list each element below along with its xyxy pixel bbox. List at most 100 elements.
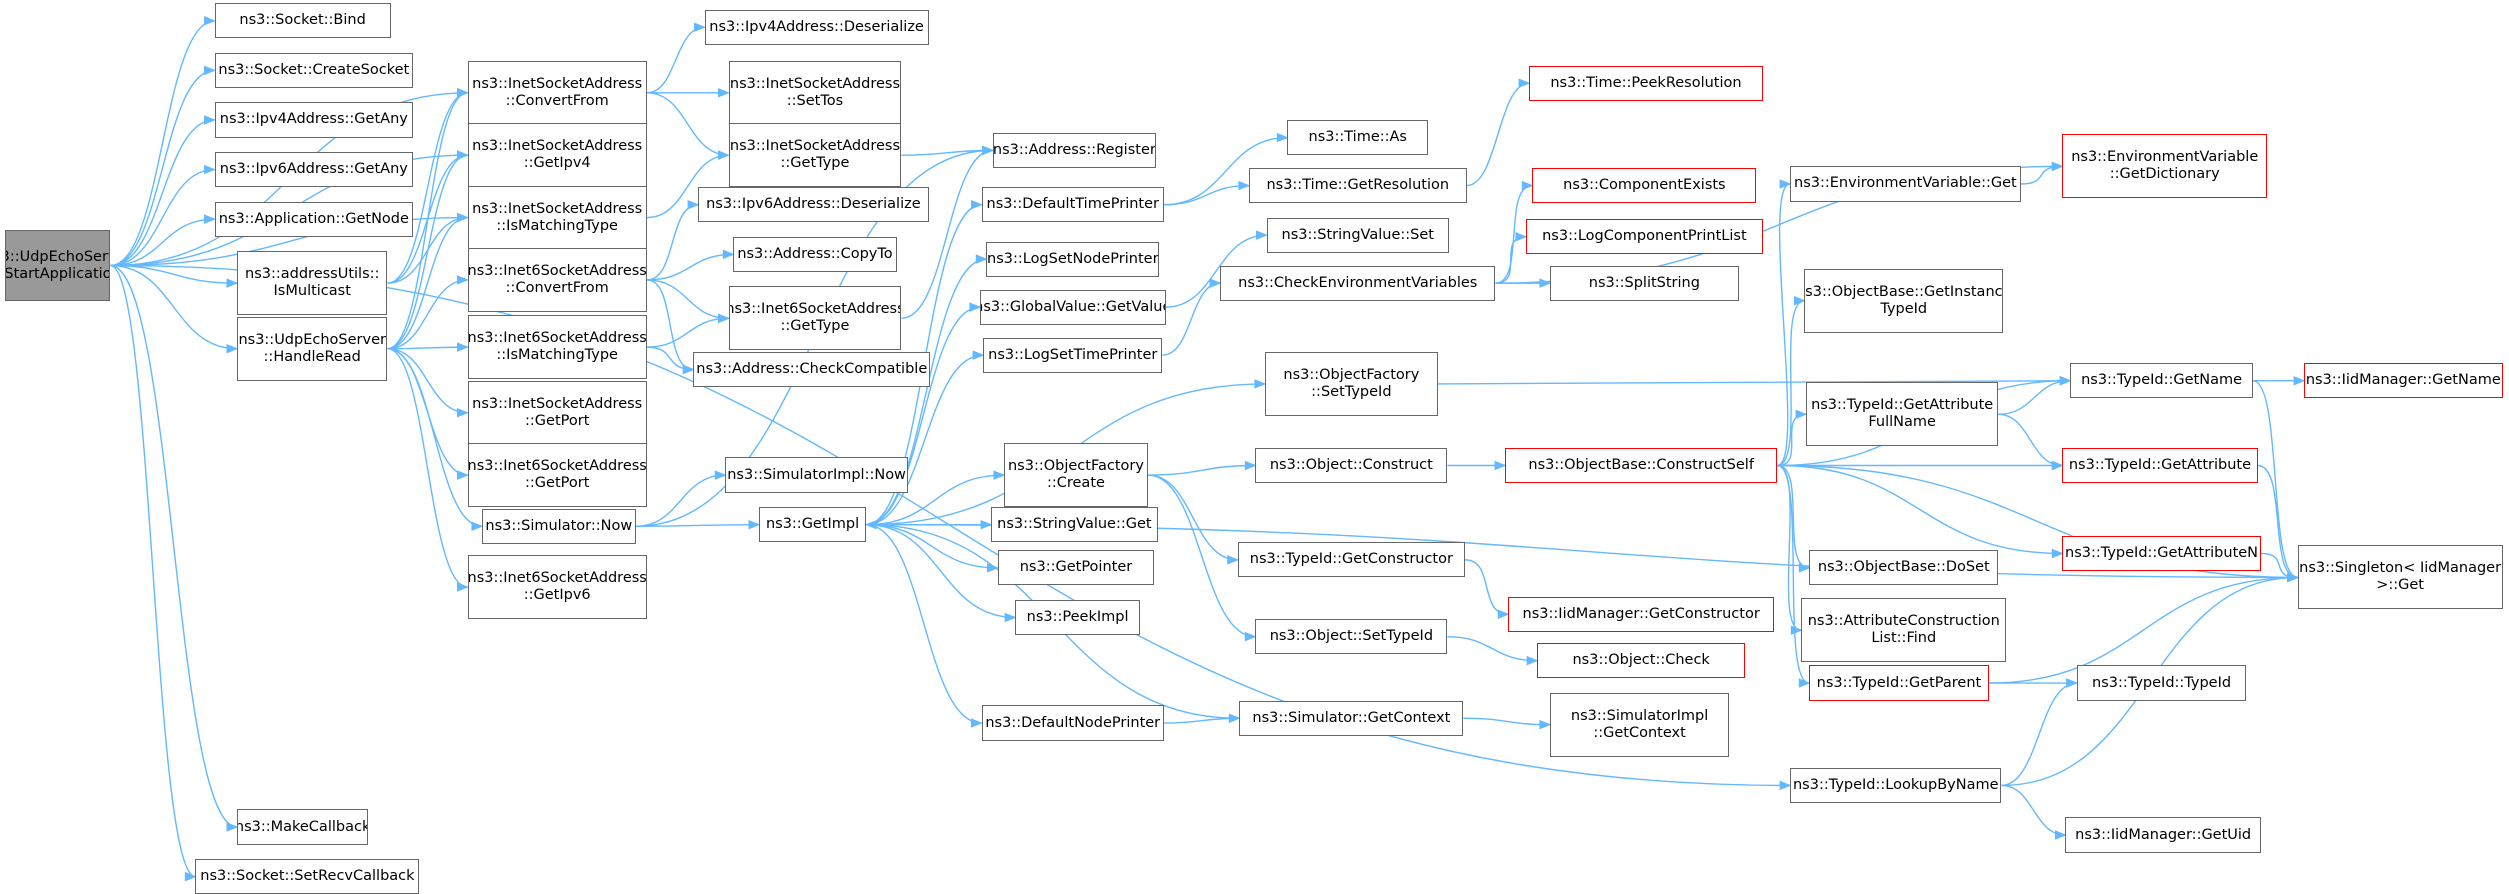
node-isaport[interactable]: ns3::InetSocketAddress::GetPort xyxy=(467,380,647,445)
node-timeas[interactable]: ns3::Time::As xyxy=(1287,119,1429,156)
node-label-line: ns3::IidManager::GetConstructor xyxy=(1522,605,1760,622)
edge-handleread-to-i6ipv6 xyxy=(387,348,468,588)
node-iidgetuid[interactable]: ns3::IidManager::GetUid xyxy=(2065,817,2261,853)
edge-deftime-to-timeres xyxy=(1164,184,1249,206)
node-label-line: ns3::Object::Construct xyxy=(1269,456,1433,473)
node-ofsettid[interactable]: ns3::ObjectFactory::SetTypeId xyxy=(1264,351,1438,416)
edge-ofcreate-to-objconstruct xyxy=(1148,464,1256,476)
node-label-line: ns3::SimulatorImpl::Now xyxy=(727,466,906,483)
node-splitstr[interactable]: ns3::SplitString xyxy=(1549,265,1739,301)
edge-arrowhead xyxy=(687,200,700,210)
node-handleread[interactable]: ns3::UdpEchoServer::HandleRead xyxy=(236,316,388,381)
node-i6conv[interactable]: ns3::Inet6SocketAddress::ConvertFrom xyxy=(467,247,647,312)
node-tidtid[interactable]: ns3::TypeId::TypeId xyxy=(2076,665,2247,701)
node-i6gettype[interactable]: ns3::Inet6SocketAddress::GetType xyxy=(728,286,902,351)
node-addrcompat[interactable]: ns3::Address::CheckCompatible xyxy=(693,351,931,388)
node-tidgetctor[interactable]: ns3::TypeId::GetConstructor xyxy=(1237,542,1466,578)
node-sockbind[interactable]: ns3::Socket::Bind xyxy=(214,3,391,39)
edge-arrowhead xyxy=(204,164,216,175)
node-singleton[interactable]: ns3::Singleton< IidManager>::Get xyxy=(2297,545,2503,610)
node-addrreg[interactable]: ns3::Address::Register xyxy=(992,132,1157,168)
edge-arrowhead xyxy=(1244,460,1257,471)
node-simimplnow[interactable]: ns3::SimulatorImpl::Now xyxy=(725,457,908,493)
node-i6match[interactable]: ns3::Inet6SocketAddress::IsMatchingType xyxy=(467,315,647,380)
node-getimpl[interactable]: ns3::GetImpl xyxy=(758,507,867,543)
node-deftime[interactable]: ns3::DefaultTimePrinter xyxy=(981,187,1165,223)
node-peekimpl[interactable]: ns3::PeekImpl xyxy=(1015,599,1140,636)
node-isagettype[interactable]: ns3::InetSocketAddress::GetType xyxy=(728,123,902,188)
node-setrecv[interactable]: ns3::Socket::SetRecvCallback xyxy=(195,859,420,894)
edge-getimpl-to-logsetnode xyxy=(866,258,987,526)
edge-arrowhead xyxy=(718,150,730,160)
node-sockcreate[interactable]: ns3::Socket::CreateSocket xyxy=(214,52,414,88)
node-label-line: ::GetContext xyxy=(1593,724,1686,741)
node-tidlookup[interactable]: ns3::TypeId::LookupByName xyxy=(1790,767,2002,803)
node-ipv4any[interactable]: ns3::Ipv4Address::GetAny xyxy=(214,102,414,138)
node-simimplctx[interactable]: ns3::SimulatorImpl::GetContext xyxy=(1549,692,1730,757)
node-label-line: ns3::InetSocketAddress xyxy=(472,138,643,155)
node-label-line: ns3::ComponentExists xyxy=(1563,177,1726,194)
edge-arrowhead xyxy=(2051,548,2064,559)
edge-tidgetattr-to-singleton xyxy=(2257,464,2298,579)
node-defnode[interactable]: ns3::DefaultNodePrinter xyxy=(981,705,1165,741)
node-ip6deser[interactable]: ns3::Ipv6Address::Deserialize xyxy=(698,187,929,223)
node-objsettid[interactable]: ns3::Object::SetTypeId xyxy=(1255,619,1448,655)
node-envget[interactable]: ns3::EnvironmentVariable::Get xyxy=(1790,166,2021,202)
node-simnow[interactable]: ns3::Simulator::Now xyxy=(481,508,636,544)
node-getptr[interactable]: ns3::GetPointer xyxy=(997,550,1155,586)
node-compexists[interactable]: ns3::ComponentExists xyxy=(1532,167,1757,204)
node-appnode[interactable]: ns3::Application::GetNode xyxy=(214,201,414,237)
node-objcheck[interactable]: ns3::Object::Check xyxy=(1537,643,1746,679)
node-isageti[interactable]: ns3::InetSocketAddress::GetIpv4 xyxy=(467,123,647,188)
node-ofcreate[interactable]: ns3::ObjectFactory::Create xyxy=(1003,443,1148,508)
node-i6port[interactable]: ns3::Inet6SocketAddress::GetPort xyxy=(467,443,647,508)
node-isamatch[interactable]: ns3::InetSocketAddress::IsMatchingType xyxy=(467,185,647,250)
node-addrcopy[interactable]: ns3::Address::CopyTo xyxy=(733,236,897,272)
node-ip4deser[interactable]: ns3::Ipv4Address::Deserialize xyxy=(704,9,929,45)
node-iidgetname[interactable]: ns3::IidManager::GetName xyxy=(2304,363,2503,399)
node-simgetctx[interactable]: ns3::Simulator::GetContext xyxy=(1239,700,1464,736)
node-objconstruct[interactable]: ns3::Object::Construct xyxy=(1255,447,1448,484)
node-tidgetattrn[interactable]: ns3::TypeId::GetAttributeN xyxy=(2062,535,2261,572)
node-ismc[interactable]: ns3::addressUtils::IsMulticast xyxy=(236,251,388,316)
edge-getimpl-to-defnode xyxy=(866,523,982,724)
node-isaconv[interactable]: ns3::InetSocketAddress::ConvertFrom xyxy=(467,60,647,125)
node-tidgetattr[interactable]: ns3::TypeId::GetAttribute xyxy=(2062,447,2258,484)
node-logsetnode[interactable]: ns3::LogSetNodePrinter xyxy=(986,241,1160,277)
node-logsettime[interactable]: ns3::LogSetTimePrinter xyxy=(983,337,1163,373)
node-checkenv[interactable]: ns3::CheckEnvironmentVariables xyxy=(1220,265,1496,301)
node-tidgetparent[interactable]: ns3::TypeId::GetParent xyxy=(1809,665,1989,701)
node-obdoset[interactable]: ns3::ObjectBase::DoSet xyxy=(1809,550,1999,586)
node-gvget[interactable]: ns3::GlobalValue::GetValue xyxy=(979,289,1166,325)
edge-handleread-to-isageti xyxy=(387,154,468,350)
edge-arrowhead xyxy=(1004,612,1017,623)
node-obconstructself[interactable]: ns3::ObjectBase::ConstructSelf xyxy=(1505,447,1778,484)
edge-getimpl-to-logsettime xyxy=(866,354,984,526)
node-label-line: ns3::Ipv4Address::GetAny xyxy=(219,111,408,128)
node-ipv6any[interactable]: ns3::Ipv6Address::GetAny xyxy=(214,151,414,188)
node-timeres[interactable]: ns3::Time::GetResolution xyxy=(1248,167,1467,204)
edge-tidgetctor-to-iidgetctor xyxy=(1465,559,1509,615)
node-envgetdict[interactable]: ns3::EnvironmentVariable::GetDictionary xyxy=(2062,134,2268,199)
edge-defnode-to-simgetctx xyxy=(1164,717,1240,724)
node-label-line: ::GetType xyxy=(780,155,850,172)
node-label-line: ns3::InetSocketAddress xyxy=(472,200,643,217)
node-iidgetctor[interactable]: ns3::IidManager::GetConstructor xyxy=(1508,596,1775,632)
edge-obconstructself-to-obdoset xyxy=(1777,464,1810,569)
node-strvalget[interactable]: ns3::StringValue::Get xyxy=(991,507,1158,543)
edge-arrowhead xyxy=(204,115,216,125)
node-makecb[interactable]: ns3::MakeCallback xyxy=(236,809,369,845)
node-label-line: ::IsMatchingType xyxy=(496,217,618,234)
node-timepeek[interactable]: ns3::Time::PeekResolution xyxy=(1529,65,1763,101)
node-logcompprint[interactable]: ns3::LogComponentPrintList xyxy=(1525,219,1763,255)
node-strvalset[interactable]: ns3::StringValue::Set xyxy=(1266,217,1450,253)
node-isasettos[interactable]: ns3::InetSocketAddress::SetTos xyxy=(728,60,902,125)
edge-arrowhead xyxy=(864,519,877,530)
edge-tidgetparent-to-singleton xyxy=(1988,576,2298,684)
node-tidgetname[interactable]: ns3::TypeId::GetName xyxy=(2070,363,2253,399)
edge-obconstructself-to-tidgetparent xyxy=(1777,464,1810,684)
node-i6ipv6[interactable]: ns3::Inet6SocketAddress::GetIpv6 xyxy=(467,555,647,620)
